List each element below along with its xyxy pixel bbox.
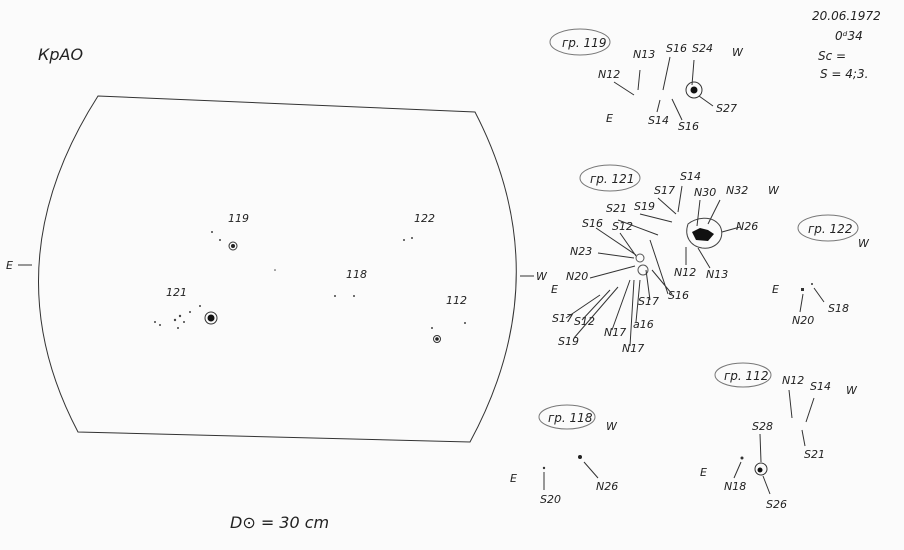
disk-diameter: D⊙ = 30 cm	[230, 513, 329, 532]
spot-label: S12	[574, 315, 595, 328]
west-marker: W	[606, 420, 618, 433]
observatory-title: КрАО	[38, 45, 83, 64]
group-112-detail: гр. 112 N12 S14 S28 S21 N18 S26 E W	[700, 362, 858, 511]
group-118-title: гр. 118	[548, 411, 593, 425]
s-value: S = 4;3.	[820, 67, 868, 81]
disk-outline	[37, 95, 517, 443]
spot-label: N13	[633, 48, 655, 61]
sunspot	[204, 311, 218, 325]
spot-label: S16	[678, 120, 699, 133]
spot-label: S19	[558, 335, 579, 348]
disk-group-119: 119	[228, 212, 249, 225]
spot-label: N26	[736, 220, 758, 233]
spot-label: S16	[582, 217, 603, 230]
disk-group-118: 118	[346, 268, 367, 281]
spot-label: N20	[566, 270, 588, 283]
east-marker: E	[700, 466, 707, 479]
spot-label: N12	[598, 68, 620, 81]
spot-label: S27	[716, 102, 737, 115]
small-spots	[154, 231, 466, 329]
disk-group-122: 122	[414, 212, 435, 225]
spot-label: a16	[633, 318, 654, 331]
sunspot	[228, 241, 238, 251]
spot-label: S14	[648, 114, 669, 127]
spot-label: N17	[622, 342, 644, 355]
spot-label: S24	[692, 42, 713, 55]
solar-disk: E W 119 122 118 121 112	[6, 95, 548, 443]
group-121-title: гр. 121	[590, 172, 634, 186]
sunspot	[433, 335, 441, 343]
spot-label: N13	[706, 268, 728, 281]
east-marker: E	[606, 112, 613, 125]
group-118-detail: гр. 118 S20 N26 E W	[510, 404, 618, 506]
west-marker: W	[732, 46, 744, 59]
west-marker: W	[768, 184, 780, 197]
spot-label: N30	[694, 186, 716, 199]
west-label: W	[536, 270, 548, 283]
spot-label: S16	[666, 42, 687, 55]
group-122-title: гр. 122	[808, 222, 852, 236]
observation-date: 20.06.1972	[812, 9, 881, 23]
spot-label: S20	[540, 493, 561, 506]
spot-label: N32	[726, 184, 748, 197]
east-label: E	[6, 259, 13, 272]
group-112-title: гр. 112	[724, 369, 768, 383]
spot-label: N23	[570, 245, 592, 258]
spot-label: S28	[752, 420, 773, 433]
disk-group-121: 121	[166, 286, 187, 299]
spot-label: S14	[680, 170, 701, 183]
spot-label: N12	[782, 374, 804, 387]
spot-label: S14	[810, 380, 831, 393]
sc-label: Sc =	[818, 49, 846, 63]
spot-label: S21	[606, 202, 627, 215]
east-marker: E	[551, 283, 558, 296]
east-marker: E	[510, 472, 517, 485]
spot-label: S18	[828, 302, 849, 315]
spot-label: S17	[654, 184, 675, 197]
spot-label: S19	[634, 200, 655, 213]
spot-label: S17	[638, 295, 659, 308]
spot-label: S21	[804, 448, 825, 461]
spot-label: S16	[668, 289, 689, 302]
spot-label: S17	[552, 312, 573, 325]
spot-label: S26	[766, 498, 787, 511]
spot-label: N26	[596, 480, 618, 493]
spot-label: N20	[792, 314, 814, 327]
west-marker: W	[858, 237, 870, 250]
east-marker: E	[772, 283, 779, 296]
spot-label: N17	[604, 326, 626, 339]
observation-time: 0ᵈ34	[835, 29, 863, 43]
spot-label: N12	[674, 266, 696, 279]
group-119-title: гр. 119	[562, 36, 606, 50]
west-marker: W	[846, 384, 858, 397]
spot-label: N18	[724, 480, 746, 493]
disk-group-112: 112	[446, 294, 467, 307]
group-119-detail: гр. 119 N13 S16 S24 N12 S14 S16 S27 E W	[549, 28, 744, 133]
group-121-detail: гр. 121 S14 S17 S19 N30 N32 S21 S16 S12 …	[551, 164, 780, 355]
group-122-detail: гр. 122 N20 S18 E W	[772, 214, 870, 327]
